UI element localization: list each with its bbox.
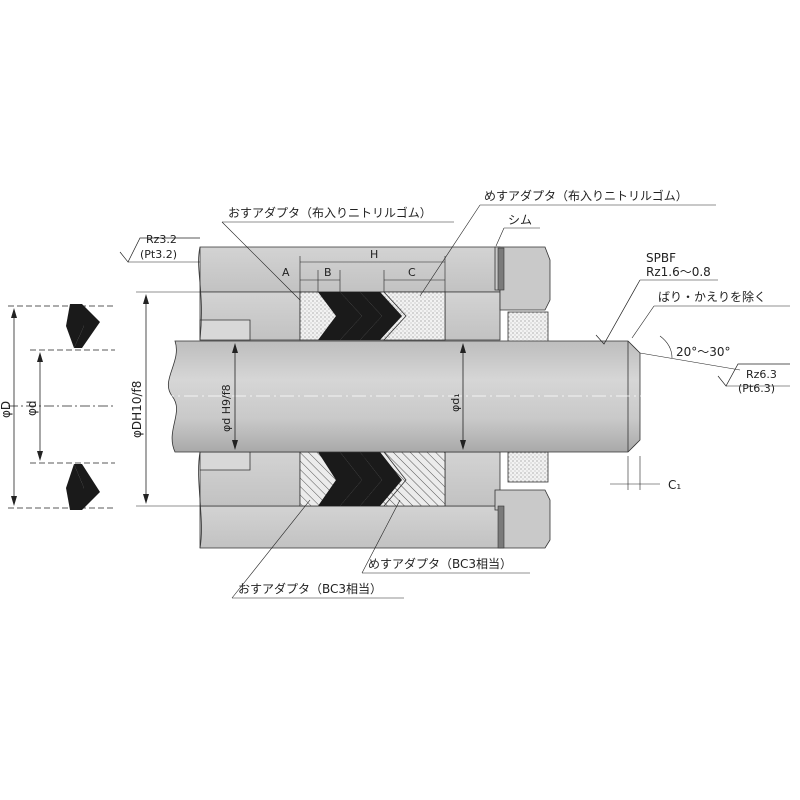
- spbf-label: SPBF: [646, 251, 676, 265]
- angle-label: 20°～30°: [676, 345, 731, 359]
- angle-arc: [659, 335, 673, 359]
- male-adapter-bottom-leader: [231, 499, 311, 599]
- ring-upper-v-profile: [70, 304, 100, 348]
- housing-assembly: [198, 246, 551, 549]
- deburr-leader: [631, 305, 655, 339]
- ring-upper-v-body: [66, 304, 84, 348]
- dim-B-label: B: [324, 266, 332, 279]
- lower-gland-block: [444, 451, 501, 507]
- lower-v-ring-1: [318, 452, 362, 506]
- ring-lower-v-profile: [70, 464, 100, 510]
- lower-bore-step: [199, 451, 251, 471]
- lower-shim: [497, 505, 505, 549]
- upper-seal-stack: [299, 291, 446, 341]
- deburr-label: ばり・かえりを除く: [658, 289, 766, 304]
- dim-A-label: A: [282, 266, 290, 279]
- chamfer-pt-label: (Pt6.3): [738, 382, 775, 395]
- phi-d-H9-label: φd H9/f8: [220, 384, 233, 432]
- callouts: おすアダプタ（布入りニトリルゴム） めすアダプタ（布入りニトリルゴム） シム R…: [119, 188, 790, 599]
- phi-d-label: φd: [25, 400, 39, 416]
- upper-gland-block: [444, 291, 501, 341]
- phi-DH-label: φDH10/f8: [130, 381, 144, 438]
- surface-left-rz-label: Rz3.2: [146, 233, 177, 246]
- shim-label: シム: [508, 213, 532, 227]
- spbf-surface-symbol: [595, 279, 641, 345]
- chamfer-rz-label: Rz6.3: [746, 368, 777, 381]
- ring-profile-view: φD φd: [0, 304, 115, 510]
- lower-housing-body: [199, 505, 501, 549]
- upper-wiper: [507, 311, 549, 343]
- shim-leader: [495, 227, 505, 247]
- lower-v-ring-3: [360, 452, 402, 506]
- male-adapter-top-label: おすアダプタ（布入りニトリルゴム）: [228, 205, 432, 220]
- upper-housing-body: [199, 246, 501, 293]
- surface-left-pt-label: (Pt3.2): [140, 248, 177, 261]
- phi-d1-label: φd₁: [449, 393, 462, 412]
- upper-v-ring-3: [360, 292, 402, 340]
- female-adapter-top-leader: [419, 204, 481, 297]
- ring-lower-v-body: [66, 464, 84, 510]
- upper-shim: [497, 247, 505, 291]
- piston-rod: [160, 340, 700, 453]
- chamfer-angle-line: [639, 352, 741, 371]
- upper-bore-step: [199, 319, 251, 341]
- upper-end-cap: [494, 246, 551, 311]
- male-adapter-bottom-label: おすアダプタ（BC3相当）: [238, 581, 382, 596]
- female-adapter-top-label: めすアダプタ（布入りニトリルゴム）: [484, 188, 688, 203]
- lower-v-ring-2: [340, 452, 382, 506]
- lower-seal-stack: [299, 451, 446, 507]
- female-adapter-bottom-leader: [361, 499, 401, 574]
- dim-H-label: H: [370, 248, 378, 261]
- upper-break-line: [198, 246, 202, 341]
- rod-surface-label: Rz1.6～0.8: [646, 265, 711, 279]
- c1-label: C₁: [668, 478, 681, 492]
- male-adapter-top-leader: [221, 221, 301, 301]
- female-adapter-bottom-label: めすアダプタ（BC3相当）: [368, 556, 512, 571]
- upper-v-ring-2: [340, 292, 382, 340]
- upper-female-adapter: [383, 291, 446, 341]
- rod-body: [167, 340, 641, 453]
- dimension-lines: φDH10/f8 φd H9/f8 φd₁ A B H C C₁: [130, 248, 681, 507]
- left-surface-symbol: [119, 237, 200, 263]
- chamfer-surface-symbol: [717, 363, 790, 387]
- lower-wiper: [507, 451, 549, 483]
- phi-D-label: φD: [0, 401, 13, 418]
- dim-C-label: C: [408, 266, 416, 279]
- lower-break-line: [198, 451, 202, 549]
- lower-end-cap: [494, 489, 551, 549]
